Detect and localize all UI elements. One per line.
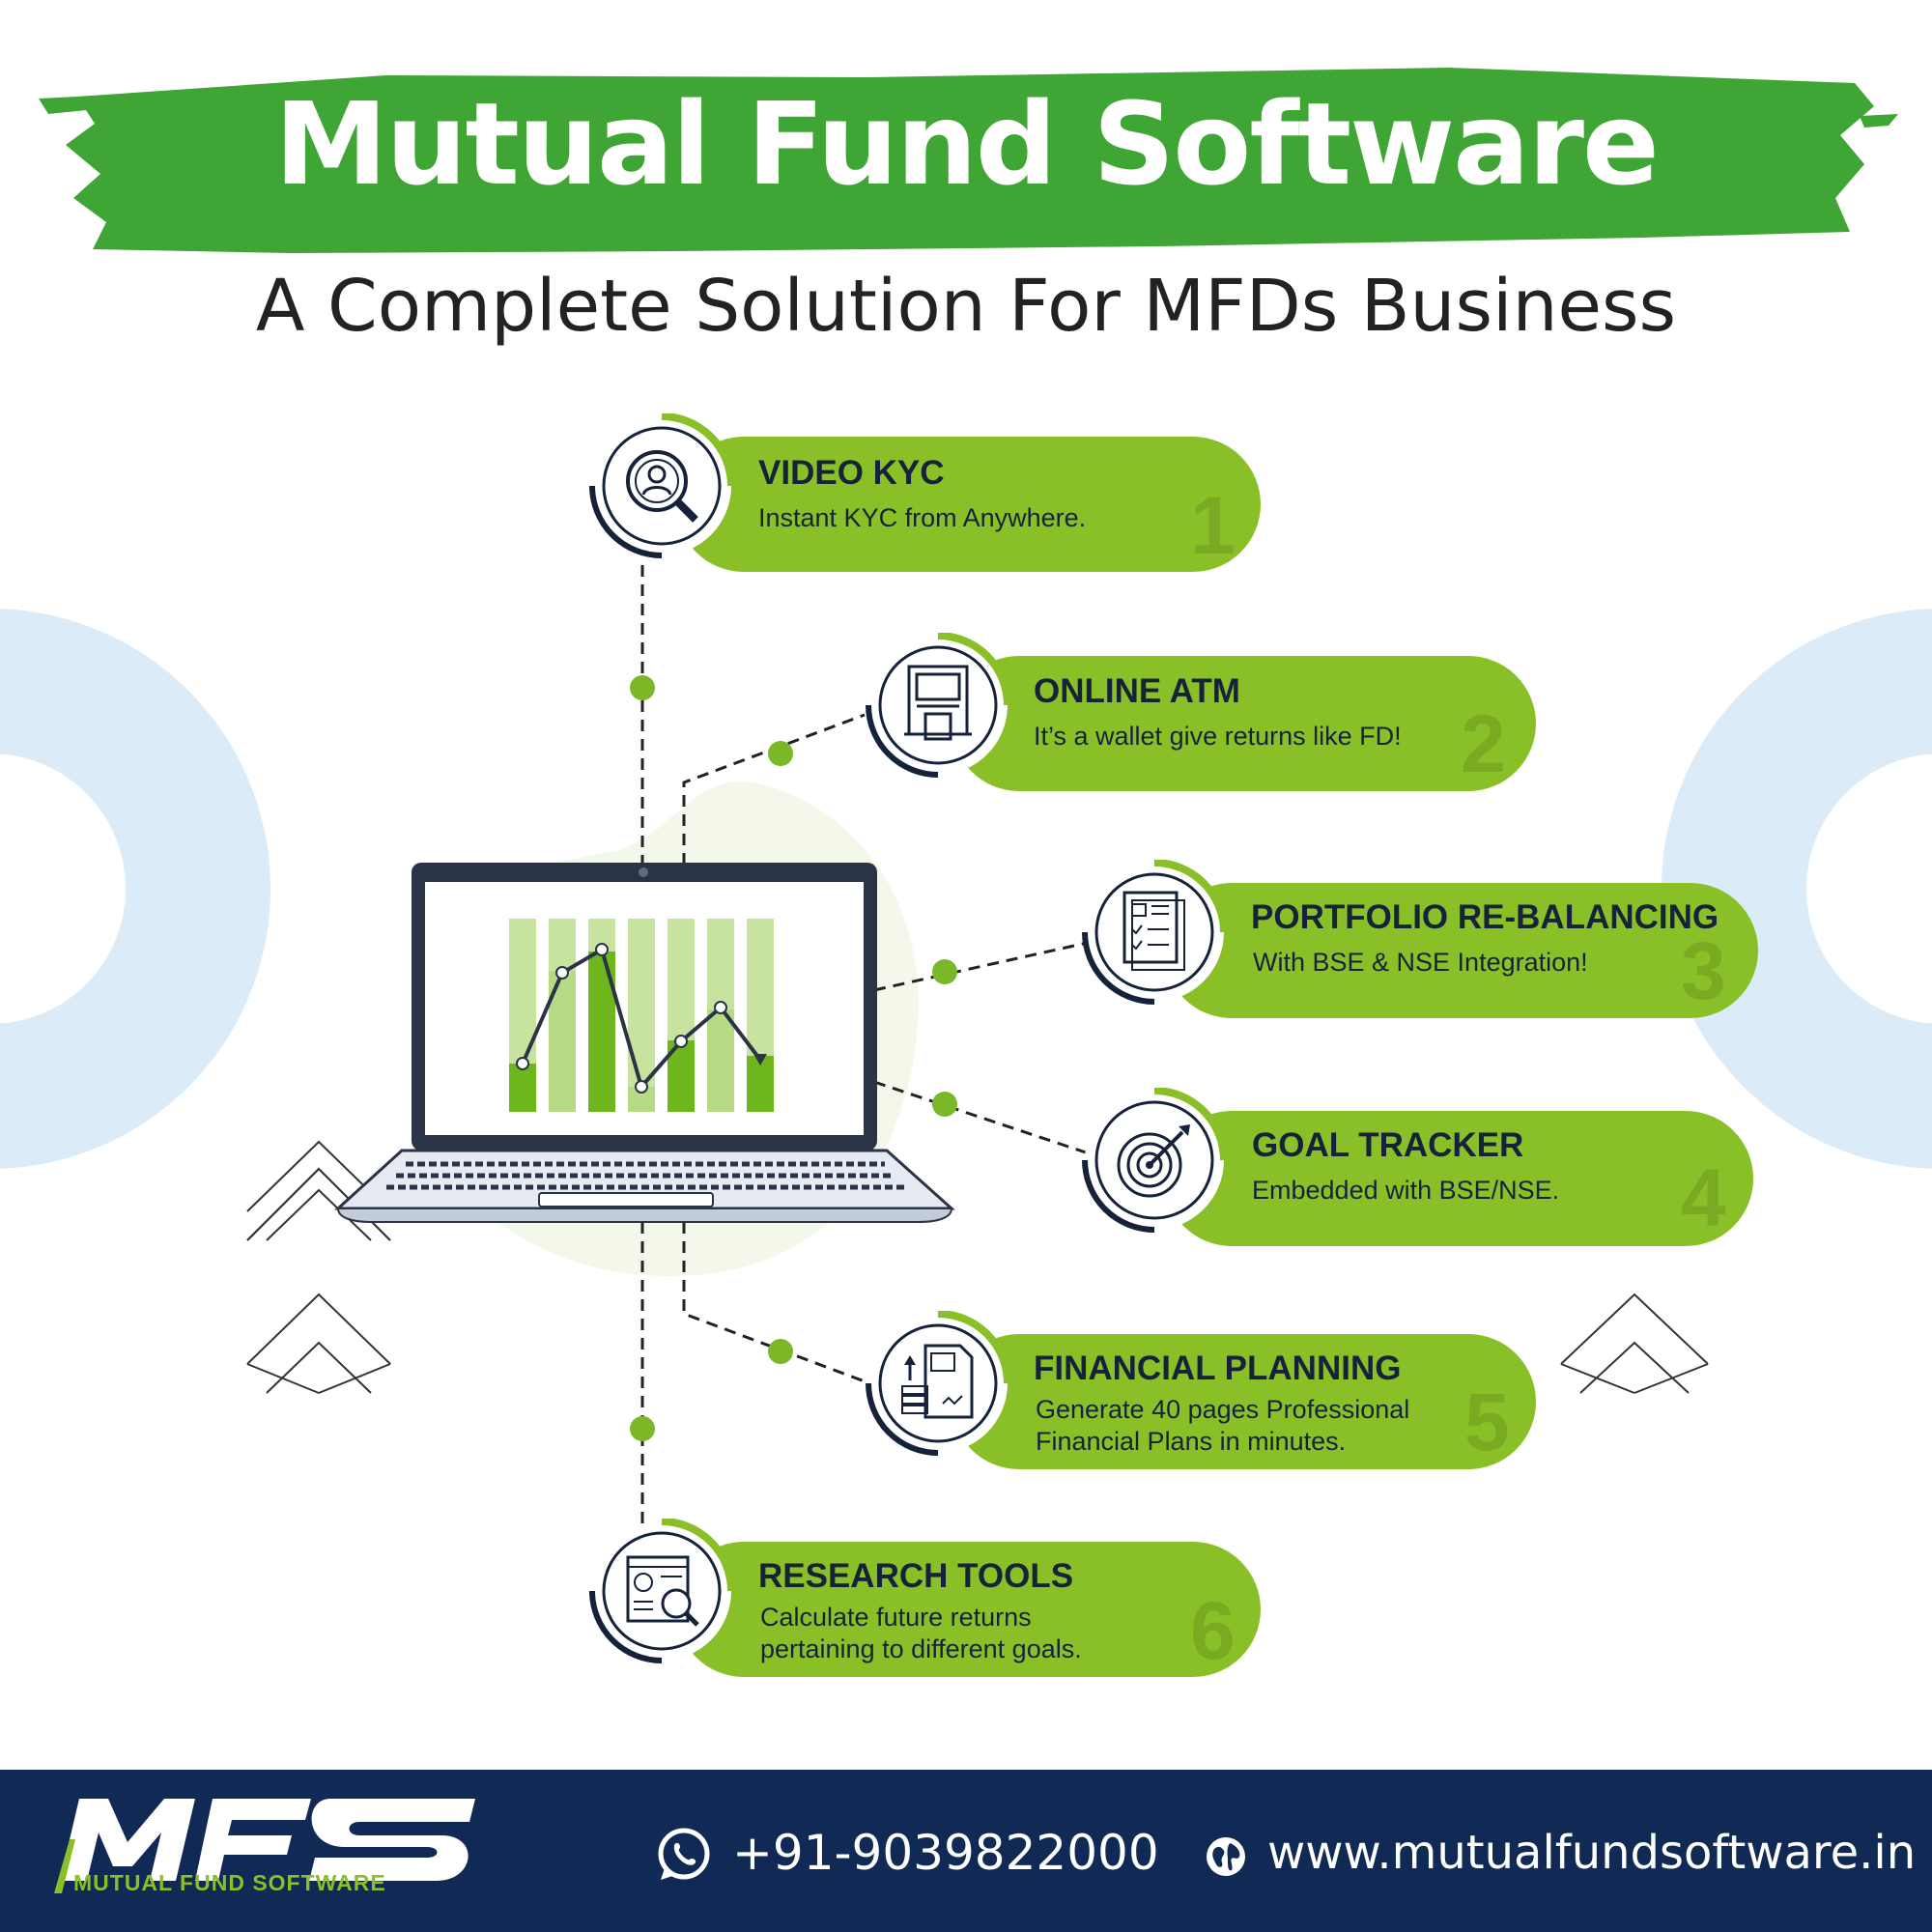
feature-title: VIDEO KYC <box>758 454 945 492</box>
page-title: Mutual Fund Software <box>274 77 1660 211</box>
feature-description-line-2: Financial Plans in minutes. <box>1036 1427 1347 1456</box>
feature-number: 3 <box>1681 925 1726 1016</box>
target-icon <box>1082 1088 1227 1233</box>
website-link[interactable]: www.mutualfundsoftware.in <box>1267 1826 1917 1880</box>
feature-description-line-2: pertaining to different goals. <box>760 1634 1082 1663</box>
mfs-logo <box>54 1799 475 1893</box>
feature-description-line-1: Generate 40 pages Professional <box>1036 1395 1410 1424</box>
feature-title: RESEARCH TOOLS <box>758 1557 1074 1595</box>
feature-card-research-tools <box>676 1542 1261 1677</box>
footer-bar <box>0 1770 1932 1932</box>
feature-description: Embedded with BSE/NSE. <box>1252 1176 1560 1205</box>
feature-number: 6 <box>1190 1585 1236 1676</box>
research-icon <box>589 1519 734 1663</box>
financial-report-icon <box>866 1311 1010 1456</box>
feature-description: Instant KYC from Anywhere. <box>758 503 1087 532</box>
feature-card-video-kyc <box>676 437 1261 572</box>
feature-title: GOAL TRACKER <box>1252 1126 1524 1164</box>
feature-card-financial-planning <box>952 1334 1536 1469</box>
feature-description: It’s a wallet give returns like FD! <box>1034 722 1402 751</box>
feature-number: 4 <box>1681 1152 1726 1243</box>
user-search-icon <box>589 413 734 558</box>
feature-card-online-atm <box>952 656 1536 791</box>
title-brush-background <box>39 68 1898 253</box>
feature-description: With BSE & NSE Integration! <box>1253 948 1588 977</box>
whatsapp-icon <box>658 1828 710 1880</box>
atm-icon <box>866 633 1010 778</box>
feature-number: 1 <box>1190 480 1236 571</box>
feature-card-goal-tracker <box>1164 1111 1753 1246</box>
phone-number[interactable]: +91-9039822000 <box>732 1825 1159 1881</box>
feature-card-portfolio-rebalancing <box>1164 883 1758 1018</box>
feature-description-line-1: Calculate future returns <box>760 1603 1032 1632</box>
page-subtitle: A Complete Solution For MFDs Business <box>255 265 1677 348</box>
feature-title: ONLINE ATM <box>1034 672 1240 710</box>
laptop-illustration <box>334 863 955 1223</box>
feature-title: PORTFOLIO RE-BALANCING <box>1251 898 1719 936</box>
feature-number: 2 <box>1461 698 1506 789</box>
globe-icon <box>1207 1837 1245 1876</box>
logo-subtext: MUTUAL FUND SOFTWARE <box>73 1870 386 1895</box>
feature-title: FINANCIAL PLANNING <box>1034 1350 1402 1387</box>
feature-number: 5 <box>1464 1377 1510 1467</box>
document-checklist-icon <box>1082 860 1227 1005</box>
